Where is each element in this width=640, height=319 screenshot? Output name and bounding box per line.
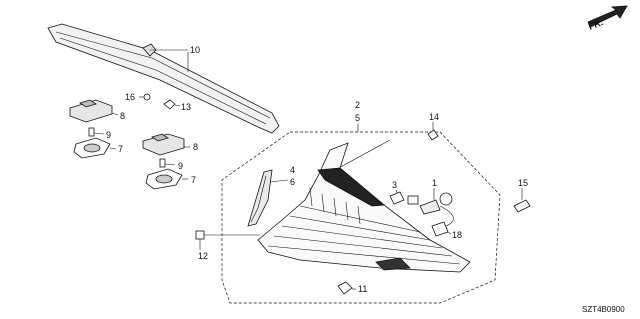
label-10: 10 bbox=[190, 45, 200, 55]
socket-3 bbox=[389, 191, 405, 205]
label-5: 5 bbox=[355, 113, 360, 123]
clip-13 bbox=[163, 99, 181, 110]
label-9b: 9 bbox=[178, 161, 183, 171]
label-8a: 8 bbox=[120, 111, 125, 121]
diagram-code: SZT4B0900 bbox=[582, 305, 625, 314]
label-3: 3 bbox=[392, 180, 397, 190]
label-4: 4 bbox=[290, 165, 295, 175]
clip-15 bbox=[513, 199, 531, 213]
label-6: 6 bbox=[290, 177, 295, 187]
label-8b: 8 bbox=[193, 142, 198, 152]
label-1: 1 bbox=[432, 178, 437, 188]
label-11: 11 bbox=[358, 284, 367, 294]
side-trim bbox=[247, 169, 273, 227]
label-9a: 9 bbox=[106, 130, 111, 140]
clip-14 bbox=[427, 129, 439, 141]
front-direction-arrow: FR. bbox=[587, 5, 628, 32]
nut-11 bbox=[337, 281, 356, 295]
label-14: 14 bbox=[429, 112, 439, 122]
garnish-strip bbox=[47, 23, 280, 134]
license-light-upper bbox=[69, 99, 119, 123]
label-7a: 7 bbox=[118, 144, 123, 154]
bulb-lower bbox=[159, 158, 176, 168]
license-light-lower bbox=[142, 133, 190, 156]
label-16: 16 bbox=[125, 92, 135, 102]
label-13: 13 bbox=[181, 102, 191, 112]
label-15: 15 bbox=[518, 178, 528, 188]
label-2: 2 bbox=[355, 100, 360, 110]
label-18: 18 bbox=[452, 230, 462, 240]
label-12: 12 bbox=[198, 251, 208, 261]
socket-1-harness bbox=[407, 192, 454, 237]
lens-lower bbox=[145, 168, 188, 190]
screw-12 bbox=[195, 230, 260, 240]
label-7b: 7 bbox=[191, 175, 196, 185]
clip-16 bbox=[139, 93, 151, 101]
lens-upper bbox=[73, 137, 117, 159]
assembly-boundary bbox=[221, 131, 501, 304]
bulb-upper bbox=[88, 127, 105, 137]
tail-light-assembly bbox=[257, 142, 471, 273]
